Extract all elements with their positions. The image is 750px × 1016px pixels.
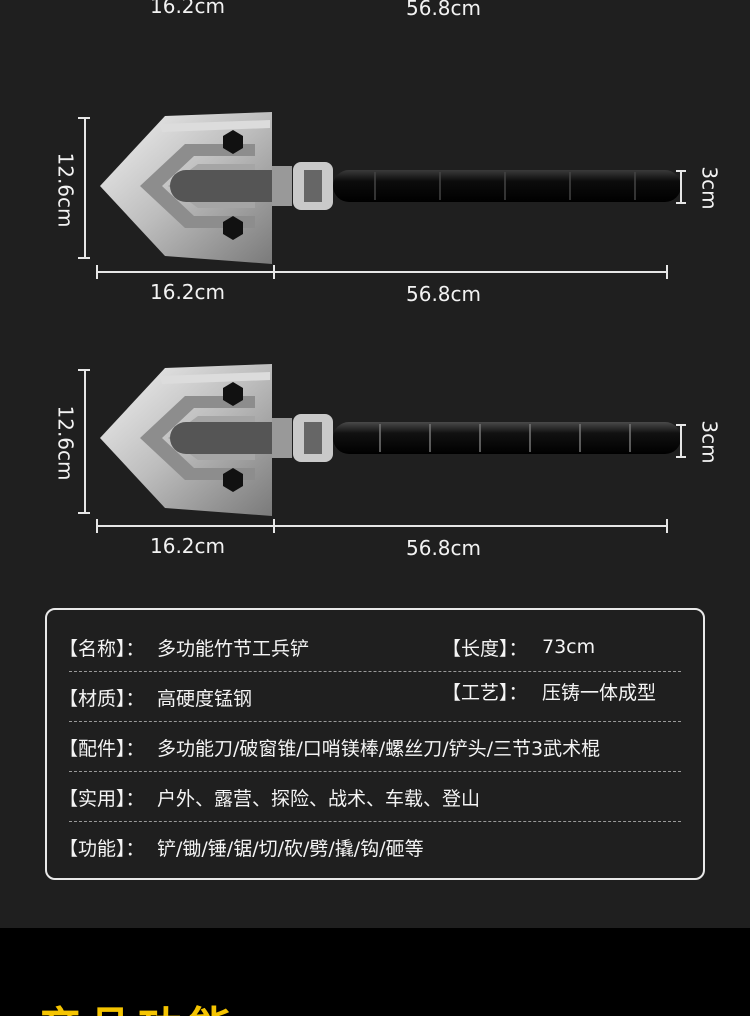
section-band: 产品功能: [0, 928, 750, 1016]
section-title: 产品功能: [38, 992, 238, 1016]
handle-length-label-1: 56.8cm: [406, 282, 482, 306]
spec-label: 【名称】：: [59, 637, 145, 660]
blade-width-label-1: 16.2cm: [150, 280, 226, 304]
shovel-image-2: [100, 364, 681, 516]
spec-value: 多功能竹节工兵铲: [157, 637, 310, 660]
spec-table: 【名称】： 多功能竹节工兵铲 【长度】： 73cm 【材质】： 高硬度锰钢 【工…: [45, 608, 705, 880]
spec-label: 【功能】：: [59, 837, 145, 860]
spec-value: 户外、露营、探险、战术、车载、登山: [157, 787, 481, 810]
spec-label: 【配件】：: [59, 737, 145, 760]
top-handle-length-label: 56.8cm: [406, 0, 482, 20]
blade-width-label-2: 16.2cm: [150, 534, 226, 558]
spec-value: 高硬度锰钢: [157, 687, 253, 710]
spec-value: 压铸一体成型: [542, 682, 657, 704]
spec-label: 【长度】：: [442, 637, 528, 660]
shovel-image-1: [100, 112, 681, 264]
spec-row-usage: 【实用】： 户外、露营、探险、战术、车载、登山: [59, 772, 681, 822]
spec-row-material: 【材质】： 高硬度锰钢 【工艺】： 压铸一体成型: [59, 672, 681, 722]
handle-diameter-label-2: 3cm: [697, 420, 722, 464]
spec-label: 【材质】：: [59, 687, 145, 710]
spec-row-name: 【名称】： 多功能竹节工兵铲 【长度】： 73cm: [59, 622, 681, 672]
spec-row-functions: 【功能】： 铲/锄/锤/锯/切/砍/劈/撬/钩/砸等: [59, 822, 681, 872]
spec-row-accessories: 【配件】： 多功能刀/破窗锥/口哨镁棒/螺丝刀/铲头/三节3武术棍: [59, 722, 681, 772]
spec-value: 铲/锄/锤/锯/切/砍/劈/撬/钩/砸等: [157, 837, 424, 860]
blade-height-label-1: 12.6cm: [53, 152, 78, 228]
spec-value: 73cm: [542, 636, 596, 658]
handle-diameter-label-1: 3cm: [697, 166, 722, 210]
spec-label: 【实用】：: [59, 787, 145, 810]
blade-height-label-2: 12.6cm: [53, 405, 78, 481]
handle-length-label-2: 56.8cm: [406, 536, 482, 560]
top-blade-width-label: 16.2cm: [150, 0, 226, 18]
spec-label: 【工艺】：: [442, 682, 528, 704]
spec-value: 多功能刀/破窗锥/口哨镁棒/螺丝刀/铲头/三节3武术棍: [157, 737, 601, 760]
